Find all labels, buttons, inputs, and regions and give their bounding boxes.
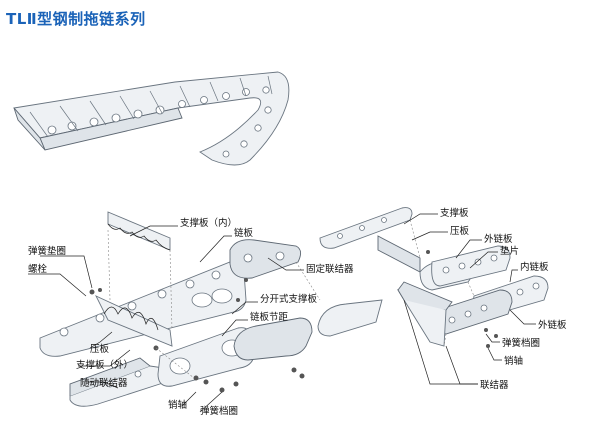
label-support-plate-right: 支撑板 xyxy=(440,207,469,219)
exploded-view-right xyxy=(319,207,549,348)
page-title: TLⅡ型钢制拖链系列 xyxy=(6,10,146,28)
label-inner-chain-plate: 内链板 xyxy=(520,261,549,273)
labels: 支撑板（内） 链板 弹簧垫圈 螺栓 固定联结器 分开式支撑板 链板节距 压板 支… xyxy=(28,207,567,417)
label-support-outer: 支撑板（外） xyxy=(76,359,133,371)
label-fixed-connector: 固定联结器 xyxy=(306,263,354,275)
label-pin-left: 销轴 xyxy=(168,399,187,411)
label-spring-ring-left: 弹簧档圈 xyxy=(200,405,238,417)
support-plate-right xyxy=(319,207,413,249)
exploded-view-left xyxy=(39,211,383,407)
outer-chain-plate-top xyxy=(431,245,511,287)
support-plate-inner xyxy=(107,211,171,251)
label-outer-chain-plate-top: 外链板 xyxy=(484,233,513,245)
label-press-plate-right: 压板 xyxy=(450,225,470,237)
press-plate-right xyxy=(377,235,421,273)
label-split-support: 分开式支撑板 xyxy=(260,293,318,305)
label-press-plate-left: 压板 xyxy=(90,343,110,355)
label-outer-chain-plate-bottom: 外链板 xyxy=(538,319,567,331)
chain-plate-link xyxy=(229,239,301,279)
label-pin-right: 销轴 xyxy=(504,355,523,367)
split-support-plate xyxy=(233,317,313,361)
label-bolt: 螺栓 xyxy=(28,263,48,275)
label-gasket: 垫片 xyxy=(500,245,519,257)
fixed-connector-part xyxy=(317,299,383,337)
label-moving-connector: 随动联结器 xyxy=(80,377,128,389)
label-chain-pitch: 链板节距 xyxy=(250,311,289,323)
label-spring-washer: 弹簧垫圈 xyxy=(28,245,66,257)
label-support-inner: 支撑板（内） xyxy=(180,217,237,229)
leader-lines xyxy=(28,213,536,413)
assembled-chain-image xyxy=(13,71,290,166)
label-spring-ring-right: 弹簧档圈 xyxy=(502,337,540,349)
label-chain-plate: 链板 xyxy=(234,227,254,239)
label-connector: 联结器 xyxy=(480,379,509,391)
